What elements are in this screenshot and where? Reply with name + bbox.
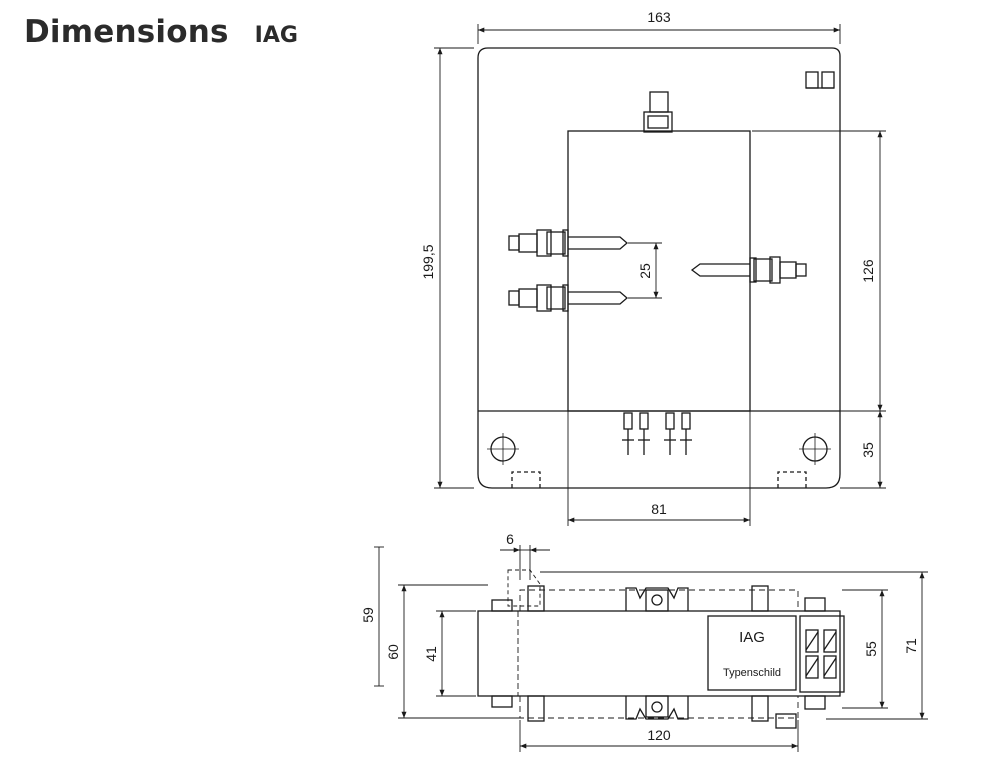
screw-top-left: [491, 599, 513, 612]
bracket-dashed-lower: [519, 696, 799, 719]
foot-clip-right: [777, 471, 807, 488]
dim-label-25: 25: [637, 263, 653, 279]
top-right-squares: [805, 71, 835, 89]
mounting-hole-right: [799, 433, 831, 465]
dim-label-35: 35: [860, 442, 876, 458]
top-body: [477, 610, 841, 697]
dim-label-163: 163: [647, 9, 671, 25]
top-view: [374, 545, 928, 752]
screw-bottom-left: [491, 695, 513, 708]
page-title: Dimensions: [24, 14, 229, 50]
terminal-right: [690, 256, 807, 284]
front-view: [434, 24, 886, 526]
dim-label-60: 60: [385, 644, 401, 660]
screw-bottom-right: [804, 695, 826, 710]
terminal-block: [799, 615, 845, 693]
screw-top-right: [804, 597, 826, 612]
nameplate-box: [707, 615, 797, 691]
dim-label-120: 120: [647, 727, 671, 743]
window-opening: [567, 130, 751, 412]
dim-label-126: 126: [860, 259, 876, 283]
dim-label-55: 55: [863, 641, 879, 657]
top-clip: [643, 91, 673, 133]
dim-label-6: 6: [506, 531, 514, 547]
terminal-left-lower: [508, 284, 628, 312]
foot-clip-left: [511, 471, 541, 488]
nameplate-typenschild-label: Typenschild: [723, 667, 781, 679]
housing-outline: [477, 47, 841, 489]
dim-label-59: 59: [360, 607, 376, 623]
terminal-left-upper: [508, 229, 628, 257]
model-name: IAG: [254, 23, 298, 48]
title-block: Dimensions IAG: [24, 14, 298, 50]
nameplate-model-label: IAG: [739, 629, 765, 646]
dim-label-71: 71: [903, 638, 919, 654]
center-clip-bottom: [625, 695, 689, 720]
bracket-dashed-upper: [519, 589, 799, 611]
dim-label-41: 41: [423, 646, 439, 662]
mounting-hole-left: [487, 433, 519, 465]
dim-label-199-5: 199,5: [420, 244, 436, 279]
dim-label-81: 81: [651, 501, 667, 517]
center-clip-top: [625, 587, 689, 612]
secondary-pins: [622, 412, 692, 455]
